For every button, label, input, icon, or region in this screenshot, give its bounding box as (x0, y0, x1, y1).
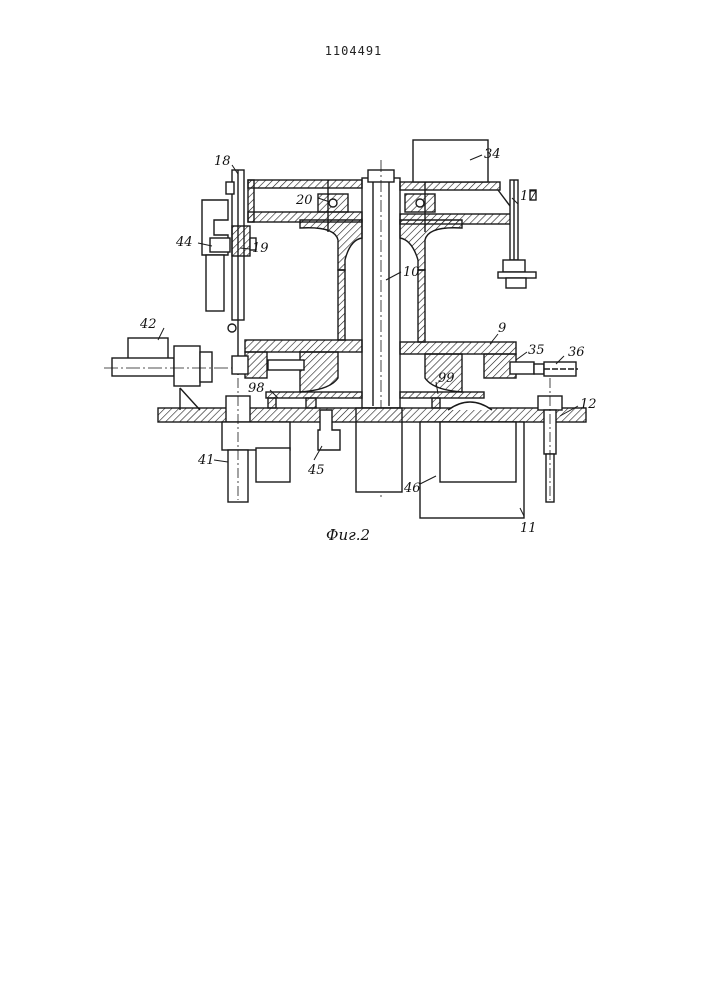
label-9: 9 (498, 321, 506, 336)
label-11: 11 (520, 521, 537, 536)
label-34: 34 (484, 147, 501, 162)
label-12: 12 (580, 397, 597, 412)
label-44: 44 (175, 235, 193, 250)
label-36: 36 (568, 345, 585, 360)
gripper-35 (510, 362, 578, 376)
label-35: 35 (528, 343, 545, 358)
label-18: 18 (214, 154, 231, 169)
label-99: 99 (438, 371, 455, 386)
label-98: 98 (248, 381, 265, 396)
figure-caption: Фиг.2 (326, 526, 370, 544)
label-10: 10 (403, 265, 420, 280)
label-19: 19 (252, 241, 269, 256)
right-post (538, 378, 562, 502)
base-plate-12 (158, 408, 586, 422)
label-17: 17 (520, 189, 537, 204)
label-42: 42 (139, 317, 157, 332)
central-shaft (356, 160, 402, 500)
label-45: 45 (307, 463, 325, 478)
label-20: 20 (295, 193, 313, 208)
label-41: 41 (197, 453, 215, 468)
label-46: 46 (403, 481, 421, 496)
motor-34 (413, 140, 488, 182)
